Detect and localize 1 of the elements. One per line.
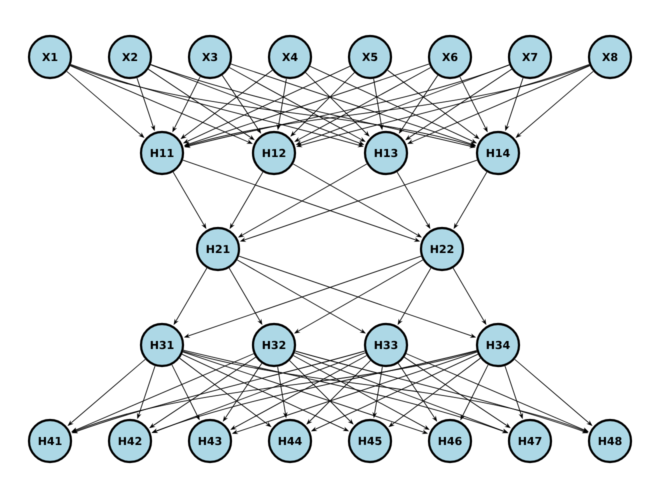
arrow	[66, 70, 144, 138]
